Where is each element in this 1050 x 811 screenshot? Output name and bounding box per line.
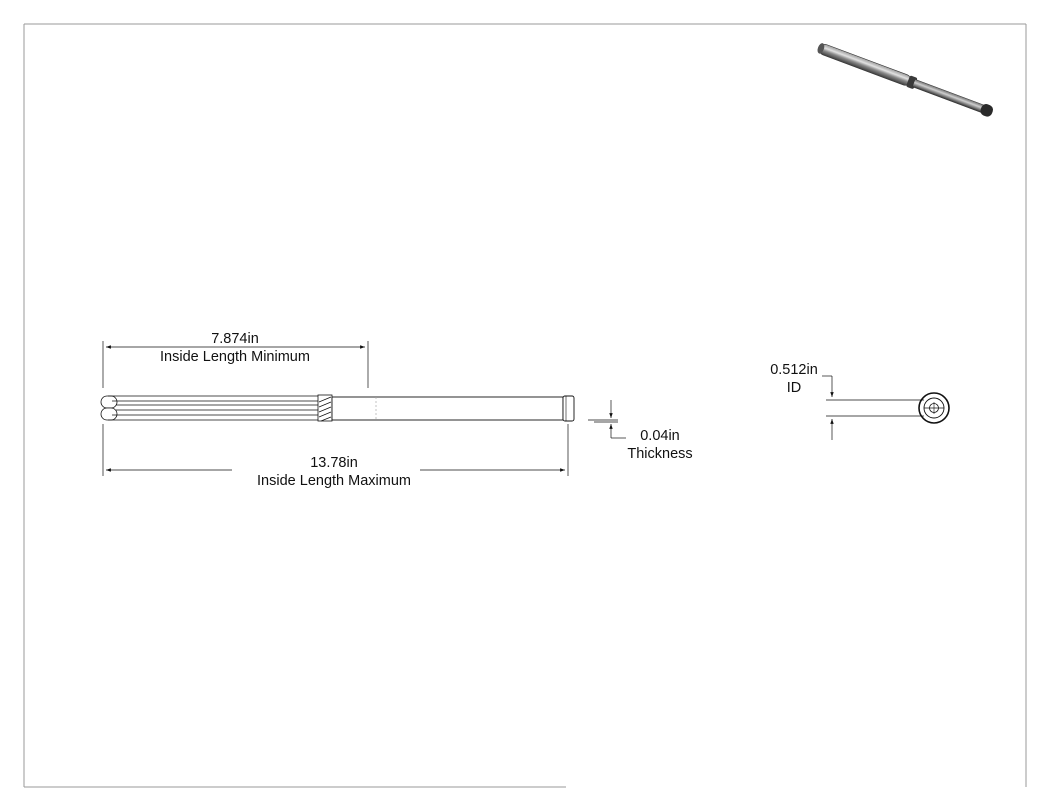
- dimension-inside-length-minimum: 7.874in Inside Length Minimum: [102, 331, 369, 388]
- inside-length-minimum-label: Inside Length Minimum: [160, 349, 310, 365]
- dimension-inside-diameter: 0.512in ID: [770, 362, 924, 440]
- thickness-value: 0.04in: [640, 428, 680, 444]
- inside-diameter-label: ID: [787, 380, 802, 396]
- inside-length-minimum-value: 7.874in: [211, 331, 259, 347]
- sheet-border: [23, 23, 1027, 788]
- inside-diameter-value: 0.512in: [770, 362, 818, 378]
- inside-length-maximum-value: 13.78in: [310, 455, 358, 471]
- thickness-label: Thickness: [627, 446, 692, 462]
- side-view: [100, 394, 575, 422]
- inside-length-maximum-label: Inside Length Maximum: [257, 473, 411, 489]
- dimension-thickness: 0.04in Thickness: [588, 400, 693, 462]
- isometric-view: [817, 43, 994, 117]
- end-view: [918, 392, 950, 424]
- dimension-inside-length-maximum: 13.78in Inside Length Maximum: [102, 424, 569, 489]
